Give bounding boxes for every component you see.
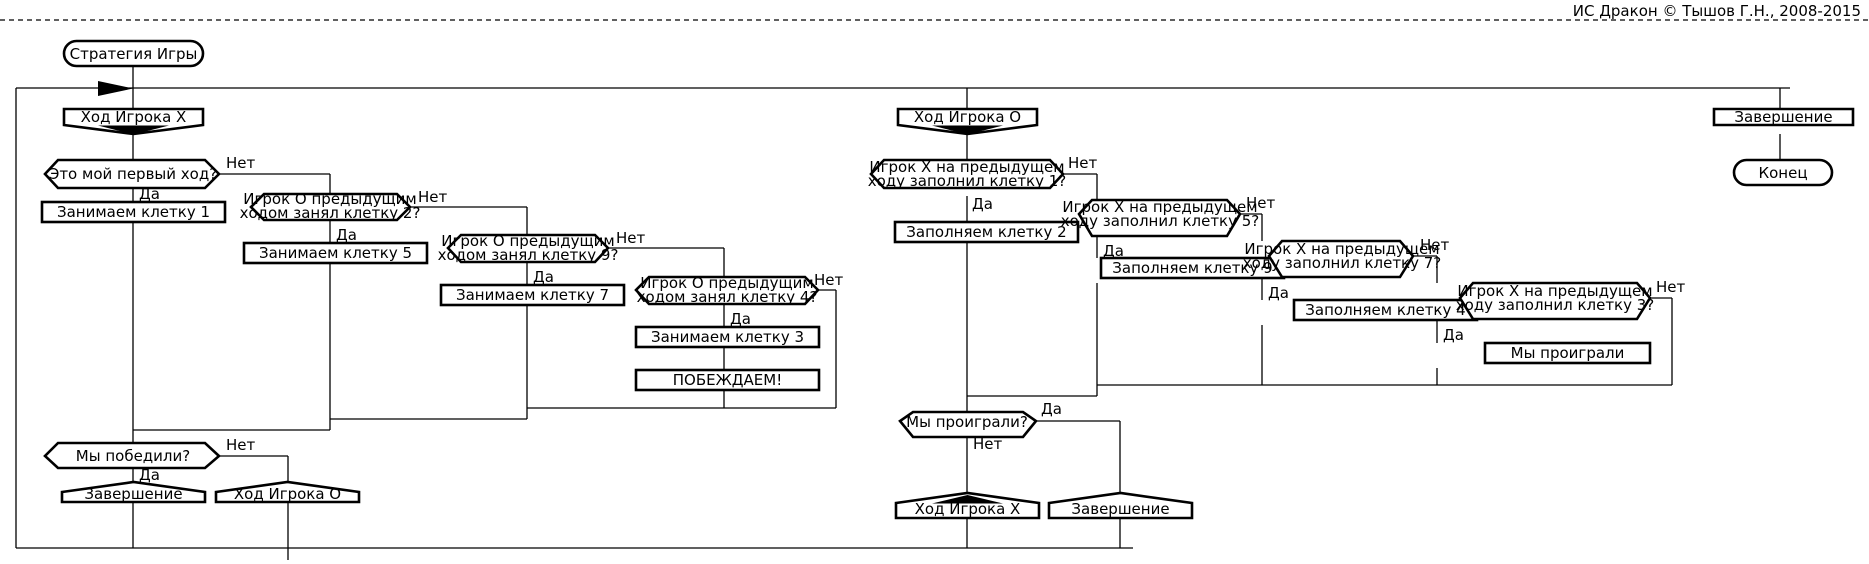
node-x-goto-end-label: Завершение	[84, 485, 182, 503]
node-branch-x-label: Ход Игрока X	[81, 108, 187, 126]
node-x-q1-label: Это мой первый ход?	[49, 165, 217, 183]
node-o-lose[interactable]: Мы проиграли	[1483, 341, 1652, 365]
node-x-q1[interactable]: Это мой первый ход?	[43, 158, 221, 190]
edge-o-lose-no: Нет	[973, 435, 1003, 453]
loop-arrow-icon	[98, 81, 133, 96]
edge-x-victory-yes: Да	[139, 466, 160, 484]
node-x-win[interactable]: ПОБЕЖДАЕМ!	[634, 368, 821, 392]
branch-x-marker-icon	[98, 125, 169, 135]
node-o-q3[interactable]: Игрок X на предыдущем ходу заполнил клет…	[1243, 239, 1442, 279]
node-x-q4-line1: Игрок О предыдущим	[640, 274, 813, 292]
node-o-goto-x-label: Ход Игрока X	[915, 500, 1021, 518]
node-o-a3[interactable]: Заполняем клетку 4	[1292, 298, 1479, 322]
node-o-q2-line2: ходу заполнил клетку 5?	[1061, 212, 1260, 230]
node-x-a3-label: Занимаем клетку 7	[456, 286, 609, 304]
node-x-a1-label: Занимаем клетку 1	[57, 203, 210, 221]
node-o-a2[interactable]: Заполняем клетку 9	[1099, 256, 1286, 280]
node-x-q-victory[interactable]: Мы победили?	[43, 441, 221, 470]
edge-x-q3-yes: Да	[533, 268, 554, 286]
edge-x-q3-no: Нет	[616, 229, 646, 247]
goto-x-marker-icon	[932, 495, 1003, 504]
node-o-q2-line1: Игрок X на предыдущем	[1062, 198, 1257, 216]
edge-x-q2-no: Нет	[418, 188, 448, 206]
edge-o-q4-no: Нет	[1656, 278, 1686, 296]
node-o-q1[interactable]: Игрок X на предыдущем ходу заполнил клет…	[868, 158, 1067, 190]
node-o-lose-label: Мы проиграли	[1511, 344, 1625, 362]
edge-o-q2-no: Нет	[1246, 194, 1276, 212]
node-o-q-lose[interactable]: Мы проиграли?	[898, 410, 1038, 439]
node-x-a4-label: Занимаем клетку 3	[651, 328, 804, 346]
header-copyright: ИС Дракон © Тышов Г.Н., 2008-2015	[1572, 2, 1861, 20]
node-o-q1-line1: Игрок X на предыдущем	[869, 158, 1064, 176]
node-x-goto-end[interactable]: Завершение	[60, 480, 207, 504]
node-o-a1-label: Заполняем клетку 2	[906, 223, 1066, 241]
node-start-label: Стратегия Игры	[70, 45, 198, 63]
node-x-q3[interactable]: Игрок О предыдущим ходом занял клетку 9?	[438, 232, 619, 264]
branch-o-marker-icon	[932, 125, 1003, 135]
node-x-q4-line2: ходом занял клетку 4?	[637, 288, 818, 306]
node-o-goto-end-label: Завершение	[1071, 500, 1169, 518]
edge-x-q1-no: Нет	[226, 154, 256, 172]
node-x-q3-line2: ходом занял клетку 9?	[438, 246, 619, 264]
node-branch-o[interactable]: Ход Игрока О	[896, 107, 1039, 136]
node-x-q4[interactable]: Игрок О предыдущим ходом занял клетку 4?	[634, 274, 820, 306]
node-end-terminal[interactable]: Конец	[1732, 158, 1834, 187]
node-x-a4[interactable]: Занимаем клетку 3	[634, 325, 821, 349]
edge-x-q4-yes: Да	[730, 310, 751, 328]
node-o-q4-line2: ходу заполнил клетку 3?	[1456, 296, 1655, 314]
edge-o-q1-no: Нет	[1068, 154, 1098, 172]
node-x-q2[interactable]: Игрок О предыдущим ходом занял клетку 2?	[240, 190, 421, 222]
edge-x-q4-no: Нет	[814, 271, 844, 289]
node-x-a3[interactable]: Занимаем клетку 7	[439, 283, 626, 307]
node-o-goto-end[interactable]: Завершение	[1047, 491, 1194, 520]
node-x-goto-o-label: Ход Игрока О	[234, 485, 341, 503]
node-o-a3-label: Заполняем клетку 4	[1305, 301, 1465, 319]
node-end-terminal-label: Конец	[1758, 164, 1807, 182]
node-o-a1[interactable]: Заполняем клетку 2	[893, 220, 1080, 244]
node-x-a2-label: Занимаем клетку 5	[259, 244, 412, 262]
node-branch-end[interactable]: Завершение	[1712, 107, 1855, 127]
node-x-q3-line1: Игрок О предыдущим	[441, 232, 614, 250]
edge-o-q4-yes: Да	[1443, 326, 1464, 344]
edge-x-q1-yes: Да	[139, 185, 160, 203]
node-x-win-label: ПОБЕЖДАЕМ!	[673, 371, 782, 389]
edge-o-lose-yes: Да	[1041, 400, 1062, 418]
node-branch-end-label: Завершение	[1734, 108, 1832, 126]
node-o-q3-line1: Игрок X на предыдущем	[1244, 240, 1439, 258]
node-o-goto-x[interactable]: Ход Игрока X	[894, 491, 1041, 520]
node-o-q2[interactable]: Игрок X на предыдущем ходу заполнил клет…	[1061, 198, 1260, 238]
node-o-q4-line1: Игрок X на предыдущем	[1457, 282, 1652, 300]
node-o-q-lose-label: Мы проиграли?	[906, 413, 1028, 431]
node-x-q-victory-label: Мы победили?	[76, 447, 190, 465]
edge-o-q1-yes: Да	[972, 195, 993, 213]
node-x-q2-line2: ходом занял клетку 2?	[240, 204, 421, 222]
edge-o-q3-yes: Да	[1268, 284, 1289, 302]
node-x-a2[interactable]: Занимаем клетку 5	[242, 241, 429, 265]
node-o-q4[interactable]: Игрок X на предыдущем ходу заполнил клет…	[1456, 281, 1655, 321]
node-branch-o-label: Ход Игрока О	[914, 108, 1021, 126]
connector-lines	[15, 66, 1790, 560]
node-x-q2-line1: Игрок О предыдущим	[243, 190, 416, 208]
edge-x-q2-yes: Да	[336, 226, 357, 244]
node-o-q3-line2: ходу заполнил клетку 7?	[1243, 254, 1442, 272]
edge-o-q3-no: Нет	[1420, 236, 1450, 254]
node-branch-x[interactable]: Ход Игрока X	[62, 107, 205, 136]
edge-o-q2-yes: Да	[1103, 242, 1124, 260]
node-start[interactable]: Стратегия Игры	[62, 39, 205, 68]
node-o-a2-label: Заполняем клетку 9	[1112, 259, 1272, 277]
node-x-a1[interactable]: Занимаем клетку 1	[40, 200, 227, 224]
node-o-q1-line2: ходу заполнил клетку 1?	[868, 172, 1067, 190]
node-x-goto-o[interactable]: Ход Игрока О	[214, 480, 361, 504]
edge-x-victory-no: Нет	[226, 436, 256, 454]
